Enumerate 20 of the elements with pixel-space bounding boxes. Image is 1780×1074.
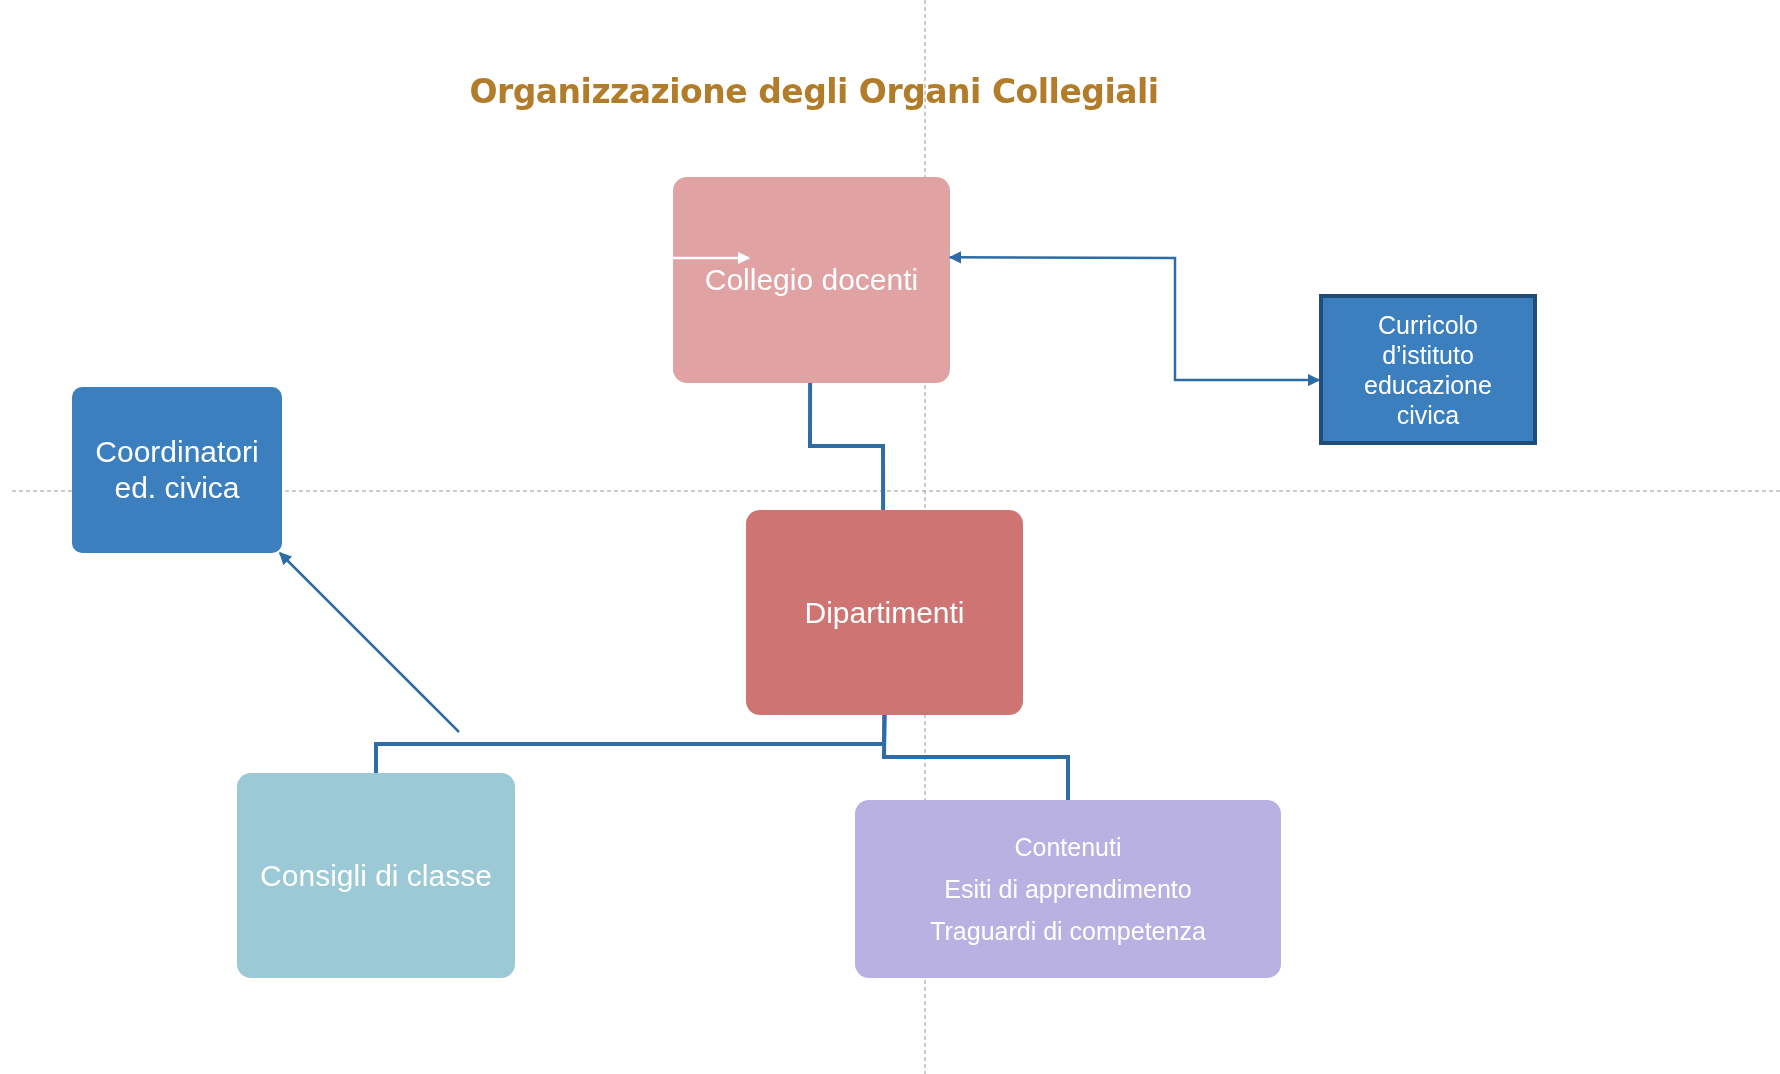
connector-line [881,714,1070,800]
connector-line [808,383,886,510]
process-box [746,510,1023,715]
process-box [673,177,950,383]
process-box [1319,294,1537,445]
node-label: Esiti di apprendimento [944,874,1192,904]
diagram-title: Organizzazione degli Organi Collegiali [468,72,1160,111]
arrow [948,251,1321,387]
node-label: Collegio docenti [704,262,919,298]
arrow [673,251,751,265]
node-label: Traguardi di competenza [930,916,1206,946]
node-label: Dipartimenti [804,594,965,631]
node-label: Coordinatori ed. civica [94,434,260,506]
process-box [237,773,515,978]
process-box [72,387,282,553]
node-label: Contenuti [1014,832,1122,862]
node-label: Consigli di classe [260,857,492,894]
arrow [279,552,460,733]
node-label: Curricolo d’istituto educazione civica [1363,309,1493,430]
process-box [855,800,1281,978]
